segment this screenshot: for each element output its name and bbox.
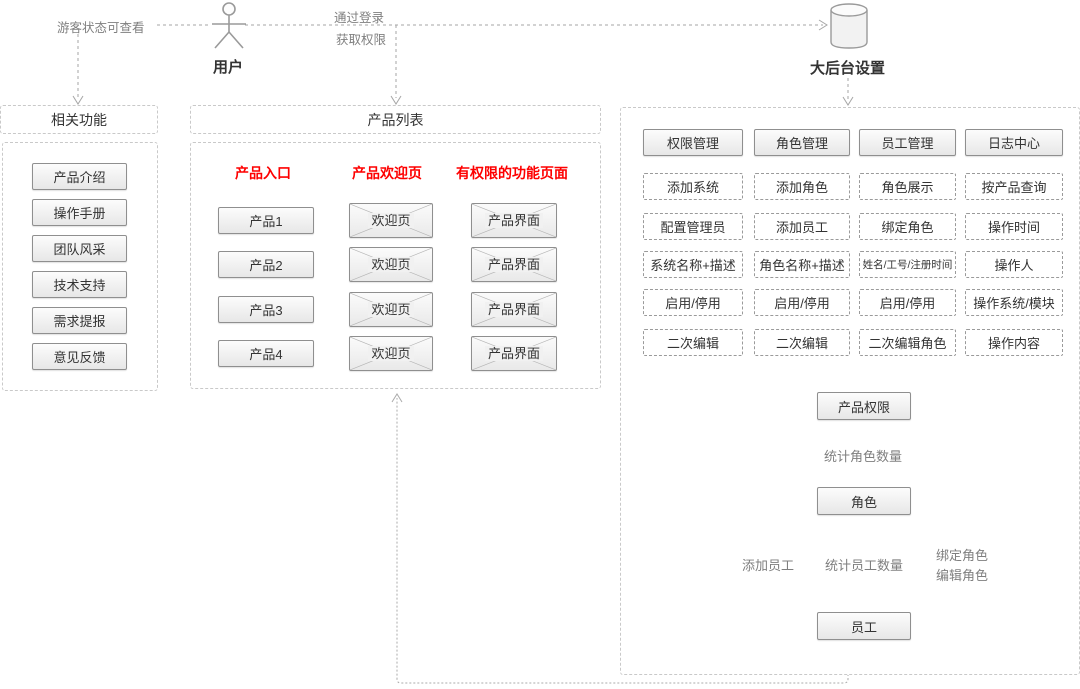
col-header-welcome-page: 产品欢迎页 <box>352 165 422 181</box>
product-ui-label: 产品界面 <box>484 346 543 361</box>
product-ui-placeholder-1: 产品界面 <box>471 203 557 238</box>
feature-op-system-module: 操作系统/模块 <box>965 289 1063 316</box>
module-employee-mgmt: 员工管理 <box>859 129 956 156</box>
module-permission-mgmt: 权限管理 <box>643 129 743 156</box>
user-label: 用户 <box>213 59 244 76</box>
related-functions-title-text: 相关功能 <box>51 111 107 128</box>
product-ui-placeholder-4: 产品界面 <box>471 336 557 371</box>
edit-role-label: 编辑角色 <box>936 568 989 583</box>
employee-box: 员工 <box>817 612 911 640</box>
bind-role-label: 绑定角色 <box>936 548 989 563</box>
feature-enable-disable: 启用/停用 <box>754 289 850 316</box>
user-figure-icon <box>212 2 246 49</box>
product-list-title-text: 产品列表 <box>367 111 424 128</box>
col-header-permission-pages: 有权限的功能页面 <box>456 165 568 181</box>
feature-op-content: 操作内容 <box>965 329 1063 356</box>
login-label-line2: 获取权限 <box>336 33 387 47</box>
feature-role-name-desc: 角色名称+描述 <box>754 251 850 278</box>
backend-settings-panel <box>620 107 1080 675</box>
feature-add-role: 添加角色 <box>754 173 850 200</box>
menu-item-support: 技术支持 <box>32 271 127 298</box>
welcome-page-placeholder-3: 欢迎页 <box>349 292 433 327</box>
database-icon <box>830 3 868 49</box>
feature-op-time: 操作时间 <box>965 213 1063 240</box>
menu-item-manual: 操作手册 <box>32 199 127 226</box>
menu-item-team: 团队风采 <box>32 235 127 262</box>
welcome-page-label: 欢迎页 <box>368 302 414 317</box>
welcome-page-label: 欢迎页 <box>368 346 414 361</box>
menu-item-request: 需求提报 <box>32 307 127 334</box>
feature-config-admin: 配置管理员 <box>643 213 743 240</box>
feature-enable-disable: 启用/停用 <box>859 289 956 316</box>
feature-bind-role: 绑定角色 <box>859 213 956 240</box>
add-employee-label: 添加员工 <box>742 558 795 573</box>
product-ui-label: 产品界面 <box>484 302 543 317</box>
related-functions-title: 相关功能 <box>0 105 158 134</box>
welcome-page-label: 欢迎页 <box>368 213 414 228</box>
feature-enable-disable: 启用/停用 <box>643 289 743 316</box>
product-ui-placeholder-3: 产品界面 <box>471 292 557 327</box>
product-4-box: 产品4 <box>218 340 314 367</box>
product-3-box: 产品3 <box>218 296 314 323</box>
count-roles-label: 统计角色数量 <box>821 446 906 465</box>
feature-operator: 操作人 <box>965 251 1063 278</box>
module-role-mgmt: 角色管理 <box>754 129 850 156</box>
feature-re-edit: 二次编辑 <box>643 329 743 356</box>
product-ui-label: 产品界面 <box>484 213 543 228</box>
count-employees-label: 统计员工数量 <box>822 555 907 574</box>
welcome-page-placeholder-4: 欢迎页 <box>349 336 433 371</box>
menu-item-product-intro: 产品介绍 <box>32 163 127 190</box>
feature-add-employee: 添加员工 <box>754 213 850 240</box>
welcome-page-label: 欢迎页 <box>368 257 414 272</box>
product-ui-label: 产品界面 <box>484 257 543 272</box>
feature-name-id-regtime: 姓名/工号/注册时间 <box>859 251 956 278</box>
feature-re-edit-role: 二次编辑角色 <box>859 329 956 356</box>
feature-role-display: 角色展示 <box>859 173 956 200</box>
feature-re-edit: 二次编辑 <box>754 329 850 356</box>
welcome-page-placeholder-2: 欢迎页 <box>349 247 433 282</box>
feature-system-name-desc: 系统名称+描述 <box>643 251 743 278</box>
module-log-center: 日志中心 <box>965 129 1063 156</box>
login-label-line1: 通过登录 <box>334 11 385 25</box>
product-list-title: 产品列表 <box>190 105 601 134</box>
menu-item-feedback: 意见反馈 <box>32 343 127 370</box>
product-2-box: 产品2 <box>218 251 314 278</box>
backend-label: 大后台设置 <box>810 60 886 77</box>
col-header-product-entry: 产品入口 <box>235 165 291 181</box>
feature-add-system: 添加系统 <box>643 173 743 200</box>
role-box: 角色 <box>817 487 911 515</box>
product-1-box: 产品1 <box>218 207 314 234</box>
feature-query-by-product: 按产品查询 <box>965 173 1063 200</box>
visitor-mode-label: 游客状态可查看 <box>57 21 145 35</box>
welcome-page-placeholder-1: 欢迎页 <box>349 203 433 238</box>
product-ui-placeholder-2: 产品界面 <box>471 247 557 282</box>
product-permission-box: 产品权限 <box>817 392 911 420</box>
